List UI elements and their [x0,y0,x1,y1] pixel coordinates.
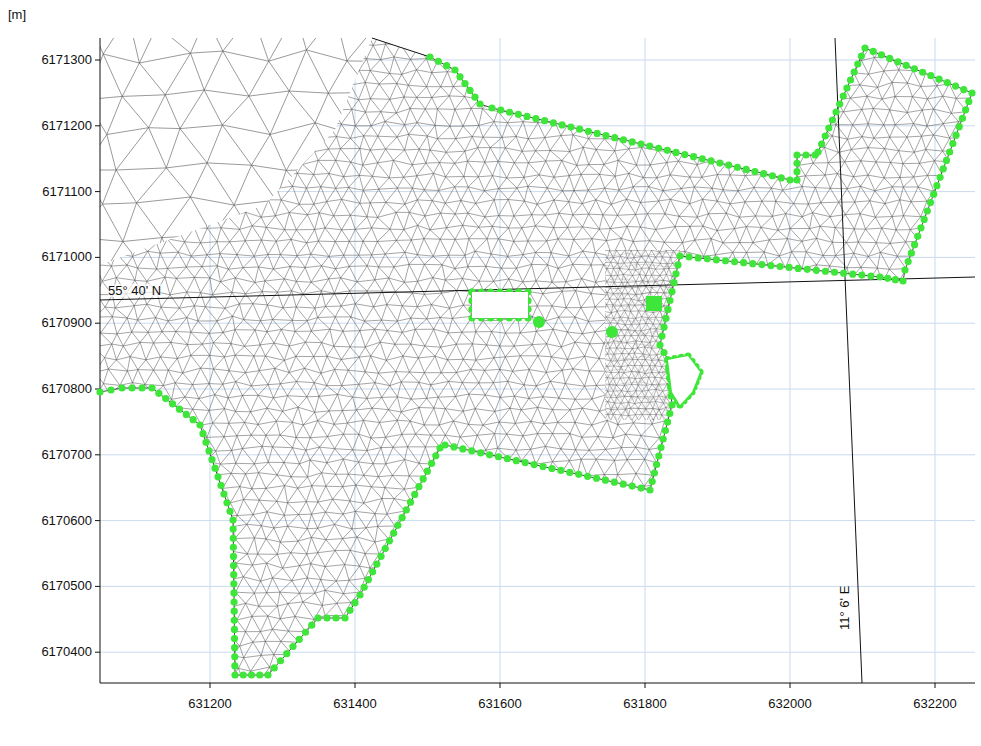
axis-tick-label: 631200 [188,697,231,710]
pier [668,356,700,405]
axis-tick-label: 6170600 [41,514,92,527]
axis-tick-label: 631400 [333,697,376,710]
grid-line [500,38,501,683]
mesh-lines [73,13,483,316]
axis-tick-label: 6171300 [41,53,92,66]
graticule-label: 55° 40' N [108,284,161,297]
axis-tick-label: 632200 [913,697,956,710]
boundary-nodes [96,44,975,678]
mesh-lines [92,30,981,698]
grid-line [100,652,975,653]
axis-tick-label: 6170900 [41,316,92,329]
island [606,326,618,338]
mesh-lines [599,244,702,428]
unit-label: [m] [8,8,26,21]
mesh [73,13,981,698]
graticule-label: 11° 6' E [838,586,851,630]
coarse-mesh [73,13,483,316]
axis-tick-label: 631800 [623,697,666,710]
axis-tick-label: 6170800 [41,382,92,395]
axis-tick-label: 6170400 [41,645,92,658]
axis-tick-label: 6171200 [41,119,92,132]
grid-line [100,389,975,390]
island [472,292,528,318]
island [646,296,662,311]
fine-mesh [599,244,702,428]
axis-tick-label: 6170700 [41,448,92,461]
grid-line [935,38,936,683]
axis-tick-label: 6171000 [41,250,92,263]
grid-line [790,38,791,683]
reference-lines [95,38,975,688]
island [533,316,545,328]
grid-line [100,454,975,455]
axis-tick-label: 631600 [478,697,521,710]
axis-tick-label: 6171100 [42,185,92,198]
axis-tick-label: 6170500 [41,579,92,592]
axis-tick-label: 632000 [768,697,811,710]
